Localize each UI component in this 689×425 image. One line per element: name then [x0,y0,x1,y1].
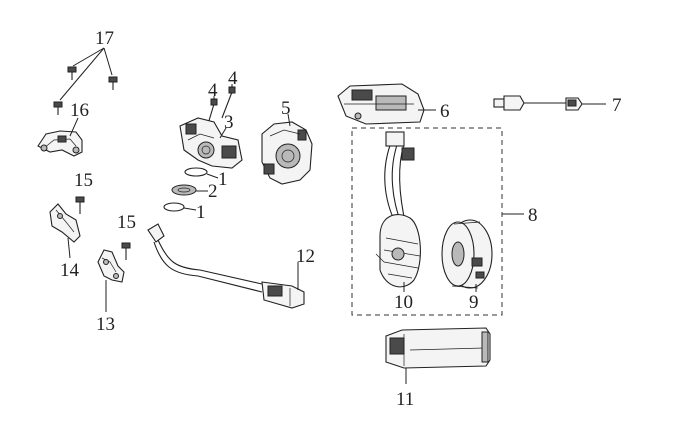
callout-6: 6 [440,101,450,122]
callout-4-left: 4 [208,80,218,101]
callout-15-upper: 15 [74,170,93,191]
callout-3: 3 [224,112,234,133]
part-1-oring-lower [163,202,185,212]
leader-16 [69,117,79,137]
part-2-spacer [171,184,197,196]
part-12-ignition-coil [147,223,305,309]
callout-9: 9 [469,292,479,313]
part-8-assembly-box [351,127,503,316]
part-9-flywheel [441,219,493,289]
part-17-bolts [53,66,118,115]
callout-1-lower: 1 [196,202,206,223]
leader-3 [219,127,227,139]
part-5-throttle-body [261,121,313,185]
leader-5 [287,113,291,127]
part-16-bracket [37,130,83,157]
callout-12: 12 [296,246,315,267]
leader-1-lower [183,207,197,211]
part-6-control-module [337,83,425,125]
callout-4-right: 4 [228,68,238,89]
callout-7: 7 [612,95,622,116]
part-7-sensor [493,95,583,111]
leader-14 [67,237,71,259]
leader-1-upper [206,173,219,179]
part-1-oring-upper [184,167,208,177]
part-3-throttle-body [179,117,243,169]
callout-13: 13 [96,314,115,335]
callout-16: 16 [70,100,89,121]
part-15-bolt-upper [75,196,85,214]
leader-17 [59,47,113,101]
callout-10: 10 [394,292,413,313]
part-11-regulator [385,327,491,369]
callout-5: 5 [281,98,291,119]
part-13-bracket [97,249,125,283]
callout-8: 8 [528,205,538,226]
callout-2: 2 [208,181,218,202]
callout-17: 17 [95,28,114,49]
callout-11: 11 [396,389,414,410]
callout-14: 14 [60,260,80,281]
part-15-bolt-lower [121,242,131,260]
callout-15-lower: 15 [117,212,136,233]
part-14-clip [49,203,81,243]
callout-1-upper: 1 [218,169,228,190]
part-10-stator [375,131,421,288]
